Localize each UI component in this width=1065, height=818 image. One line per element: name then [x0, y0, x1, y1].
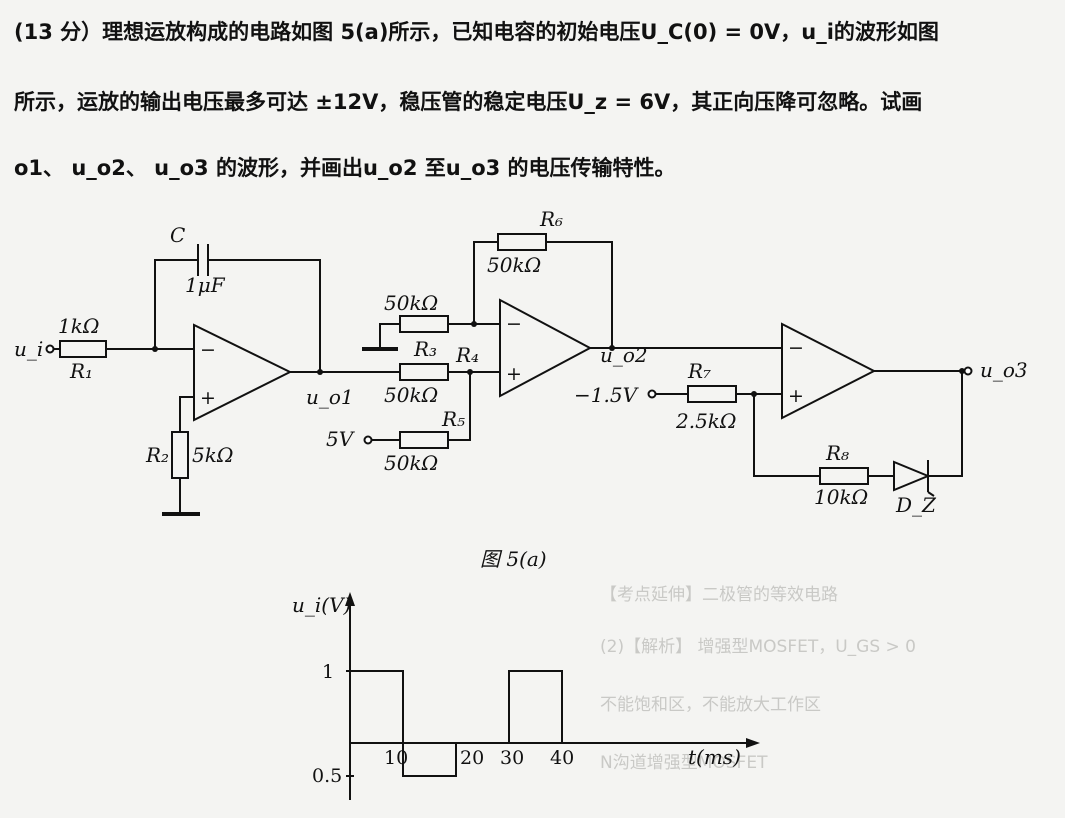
figure-caption: 图 5(a) — [480, 547, 547, 571]
opamp-A1-minus: − — [200, 339, 216, 361]
label-R3-value: 50kΩ — [384, 383, 438, 407]
input-terminal-ui — [45, 344, 55, 354]
waveform-xtick-20: 20 — [460, 747, 484, 769]
resistor-R1 — [59, 340, 107, 358]
label-R7-value: 2.5kΩ — [675, 409, 737, 433]
resistor-R2 — [171, 431, 189, 479]
label-ui: u_i — [14, 337, 43, 361]
label-uo2: u_o2 — [600, 343, 648, 367]
label-R6: R₆ — [539, 207, 563, 231]
label-r-unlabeled-value: 50kΩ — [384, 291, 438, 315]
label-R2: R₂ — [145, 443, 169, 467]
opamp-A3-plus: + — [788, 385, 804, 407]
opamp-A3-minus: − — [788, 337, 804, 359]
label-R7: R₇ — [687, 359, 711, 383]
resistor-R5 — [399, 431, 449, 449]
label-R2-value: 5kΩ — [192, 443, 233, 467]
opamp-A2-minus: − — [506, 313, 522, 335]
zener-diode-Dz — [893, 460, 935, 497]
label-Dz: D_Z — [895, 493, 937, 517]
label-R4: R₄ — [455, 343, 479, 367]
bleed-through-text-1: 【考点延伸】二极管的等效电路 — [600, 585, 838, 605]
label-R5: R₅ — [441, 407, 465, 431]
label-uo1: u_o1 — [306, 385, 354, 409]
label-C-value: 1μF — [185, 273, 226, 297]
resistor-R3 — [399, 363, 449, 381]
waveform-xtick-10: 10 — [384, 747, 408, 769]
bleed-through-text-4: N沟道增强型MOSFET — [600, 753, 768, 773]
opamp-A2-plus: + — [506, 363, 522, 385]
label-R8: R₈ — [825, 441, 849, 465]
label-R5-value: 50kΩ — [384, 451, 438, 475]
opamp-A2 — [499, 298, 593, 398]
label-R1: R₁ — [69, 359, 93, 383]
bleed-through-text-2: (2)【解析】 增强型MOSFET，U_GS > 0 — [600, 637, 917, 657]
resistor-R8 — [819, 467, 869, 485]
resistor-R7 — [687, 385, 737, 403]
problem-line-2: 所示，运放的输出电压最多可达 ±12V，稳压管的稳定电压U_z = 6V，其正向… — [14, 90, 923, 114]
label-C: C — [170, 223, 185, 247]
problem-line-1: (13 分）理想运放构成的电路如图 5(a)所示，已知电容的初始电压U_C(0)… — [14, 20, 939, 44]
label-R8-value: 10kΩ — [814, 485, 868, 509]
waveform-ylabel: u_i(V) — [292, 593, 351, 617]
problem-line-3: o1、 u_o2、 u_o3 的波形，并画出u_o2 至u_o3 的电压传输特性… — [14, 156, 676, 180]
resistor-unlabeled-50k — [399, 315, 449, 333]
waveform-xtick-40: 40 — [550, 747, 574, 769]
bleed-through-text-3: 不能饱和区，不能放大工作区 — [600, 695, 821, 715]
label-neg-1p5V: −1.5V — [574, 383, 640, 407]
label-R6-value: 50kΩ — [487, 253, 541, 277]
label-5V: 5V — [326, 427, 356, 451]
waveform-ytick-neg: 0.5 — [312, 765, 342, 787]
ui-waveform-plot — [345, 592, 760, 800]
waveform-xtick-30: 30 — [500, 747, 524, 769]
ui-waveform-trace — [350, 670, 589, 777]
waveform-ytick-1: 1 — [322, 661, 334, 683]
waveform-xlabel: t(ms) — [688, 745, 741, 769]
label-R3: R₃ — [413, 337, 437, 361]
resistor-R6 — [497, 233, 547, 251]
opamp-A1-plus: + — [200, 387, 216, 409]
opamp-A1 — [193, 323, 293, 422]
label-R1-value: 1kΩ — [58, 314, 99, 338]
label-uo3: u_o3 — [980, 358, 1028, 382]
opamp-A3 — [781, 322, 877, 420]
